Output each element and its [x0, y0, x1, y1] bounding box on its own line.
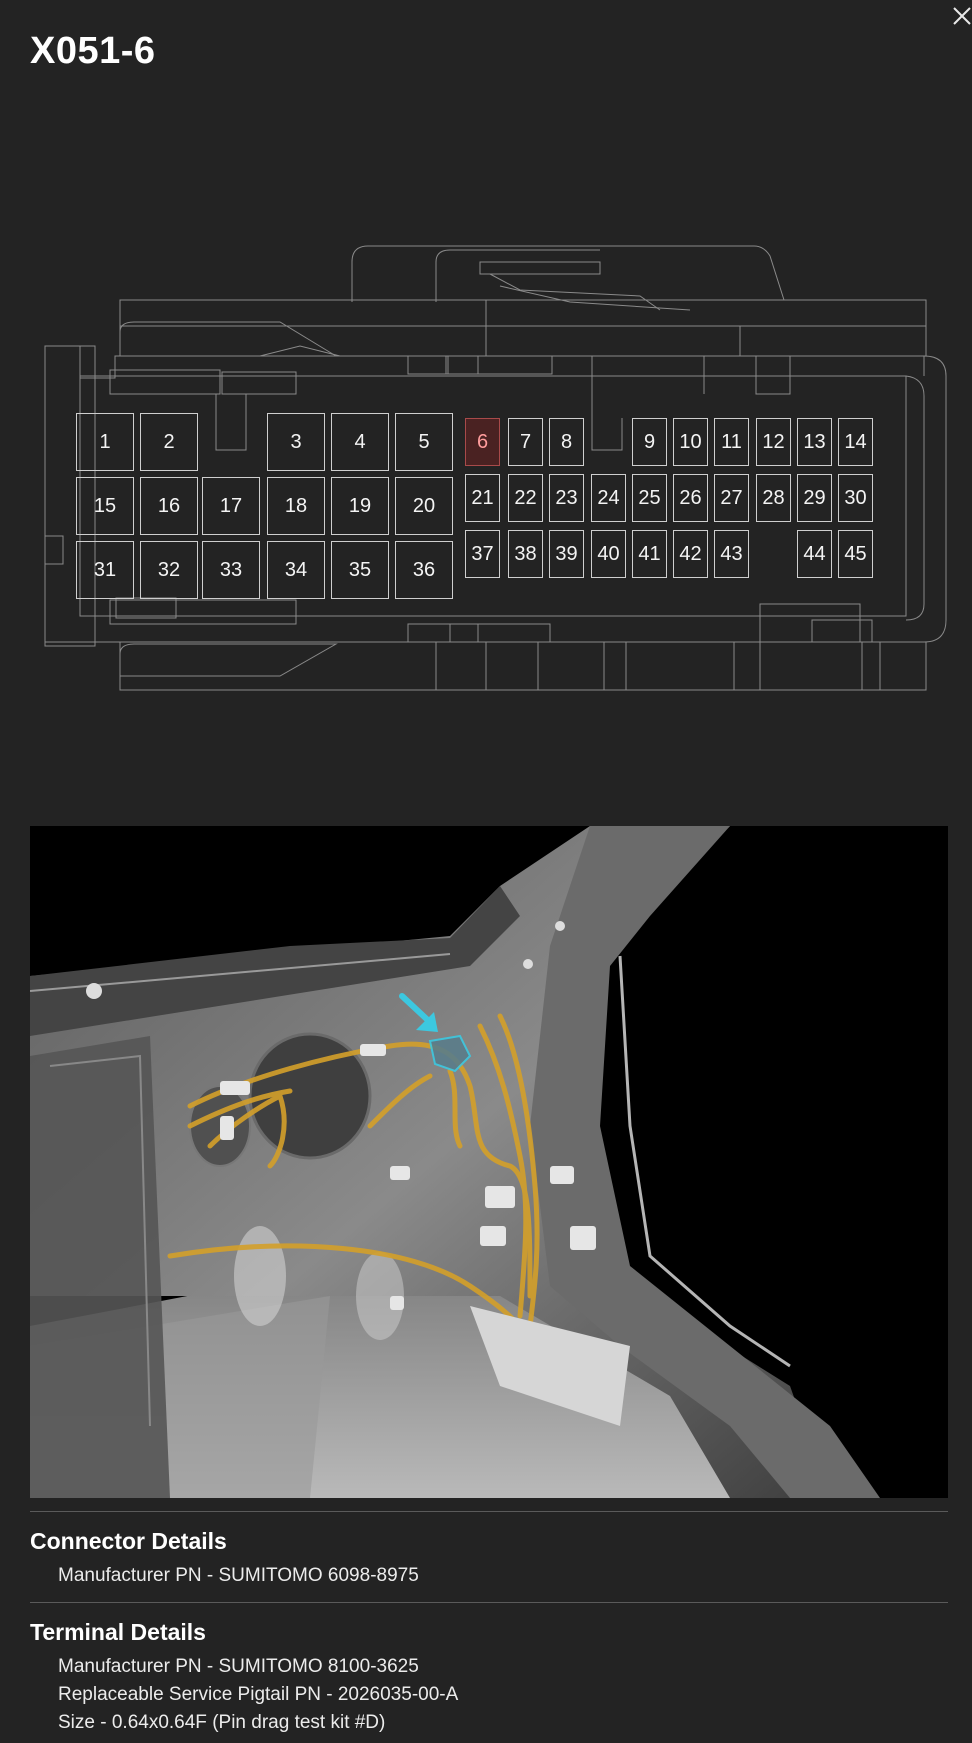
pin-5[interactable]: 5 — [395, 413, 453, 471]
divider — [30, 1511, 948, 1512]
pin-9[interactable]: 9 — [632, 418, 667, 466]
pin-4[interactable]: 4 — [331, 413, 389, 471]
terminal-details-heading: Terminal Details — [30, 1619, 206, 1645]
terminal-service-pigtail-pn: Replaceable Service Pigtail PN - 2026035… — [58, 1684, 459, 1705]
divider — [30, 1602, 948, 1603]
pin-20[interactable]: 20 — [395, 477, 453, 535]
pin-33[interactable]: 33 — [202, 541, 260, 599]
pin-31[interactable]: 31 — [76, 541, 134, 599]
pin-30[interactable]: 30 — [838, 474, 873, 522]
pin-17[interactable]: 17 — [202, 477, 260, 535]
pin-24[interactable]: 24 — [591, 474, 626, 522]
page-title: X051-6 — [30, 30, 156, 72]
pin-23[interactable]: 23 — [549, 474, 584, 522]
pin-21[interactable]: 21 — [465, 474, 500, 522]
pin-34[interactable]: 34 — [267, 541, 325, 599]
pin-38[interactable]: 38 — [508, 530, 543, 578]
terminal-size: Size - 0.64x0.64F (Pin drag test kit #D) — [58, 1712, 386, 1733]
pin-42[interactable]: 42 — [673, 530, 708, 578]
connector-location-image — [30, 826, 948, 1498]
pin-45[interactable]: 45 — [838, 530, 873, 578]
pin-27[interactable]: 27 — [714, 474, 749, 522]
pin-19[interactable]: 19 — [331, 477, 389, 535]
location-arrow-icon — [399, 993, 438, 1032]
pin-12[interactable]: 12 — [756, 418, 791, 466]
pin-13[interactable]: 13 — [797, 418, 832, 466]
connector-manufacturer-pn: Manufacturer PN - SUMITOMO 6098-8975 — [58, 1565, 419, 1586]
pin-11[interactable]: 11 — [714, 418, 749, 466]
close-button[interactable] — [950, 2, 972, 28]
connector-details-heading: Connector Details — [30, 1528, 227, 1554]
close-icon — [953, 7, 971, 25]
pin-22[interactable]: 22 — [508, 474, 543, 522]
pin-10[interactable]: 10 — [673, 418, 708, 466]
pin-2[interactable]: 2 — [140, 413, 198, 471]
pin-36[interactable]: 36 — [395, 541, 453, 599]
pin-16[interactable]: 16 — [140, 477, 198, 535]
pin-43[interactable]: 43 — [714, 530, 749, 578]
pin-40[interactable]: 40 — [591, 530, 626, 578]
pin-26[interactable]: 26 — [673, 474, 708, 522]
vehicle-body-render — [30, 826, 948, 1498]
pin-8[interactable]: 8 — [549, 418, 584, 466]
connector-outline — [44, 245, 947, 691]
pin-1[interactable]: 1 — [76, 413, 134, 471]
pin-7[interactable]: 7 — [508, 418, 543, 466]
pin-35[interactable]: 35 — [331, 541, 389, 599]
pin-14[interactable]: 14 — [838, 418, 873, 466]
pin-32[interactable]: 32 — [140, 541, 198, 599]
pin-18[interactable]: 18 — [267, 477, 325, 535]
pin-28[interactable]: 28 — [756, 474, 791, 522]
pin-39[interactable]: 39 — [549, 530, 584, 578]
pin-37[interactable]: 37 — [465, 530, 500, 578]
terminal-manufacturer-pn: Manufacturer PN - SUMITOMO 8100-3625 — [58, 1656, 419, 1677]
pin-3[interactable]: 3 — [267, 413, 325, 471]
pin-29[interactable]: 29 — [797, 474, 832, 522]
pin-15[interactable]: 15 — [76, 477, 134, 535]
pin-44[interactable]: 44 — [797, 530, 832, 578]
pin-25[interactable]: 25 — [632, 474, 667, 522]
pin-41[interactable]: 41 — [632, 530, 667, 578]
pin-6[interactable]: 6 — [465, 418, 500, 466]
